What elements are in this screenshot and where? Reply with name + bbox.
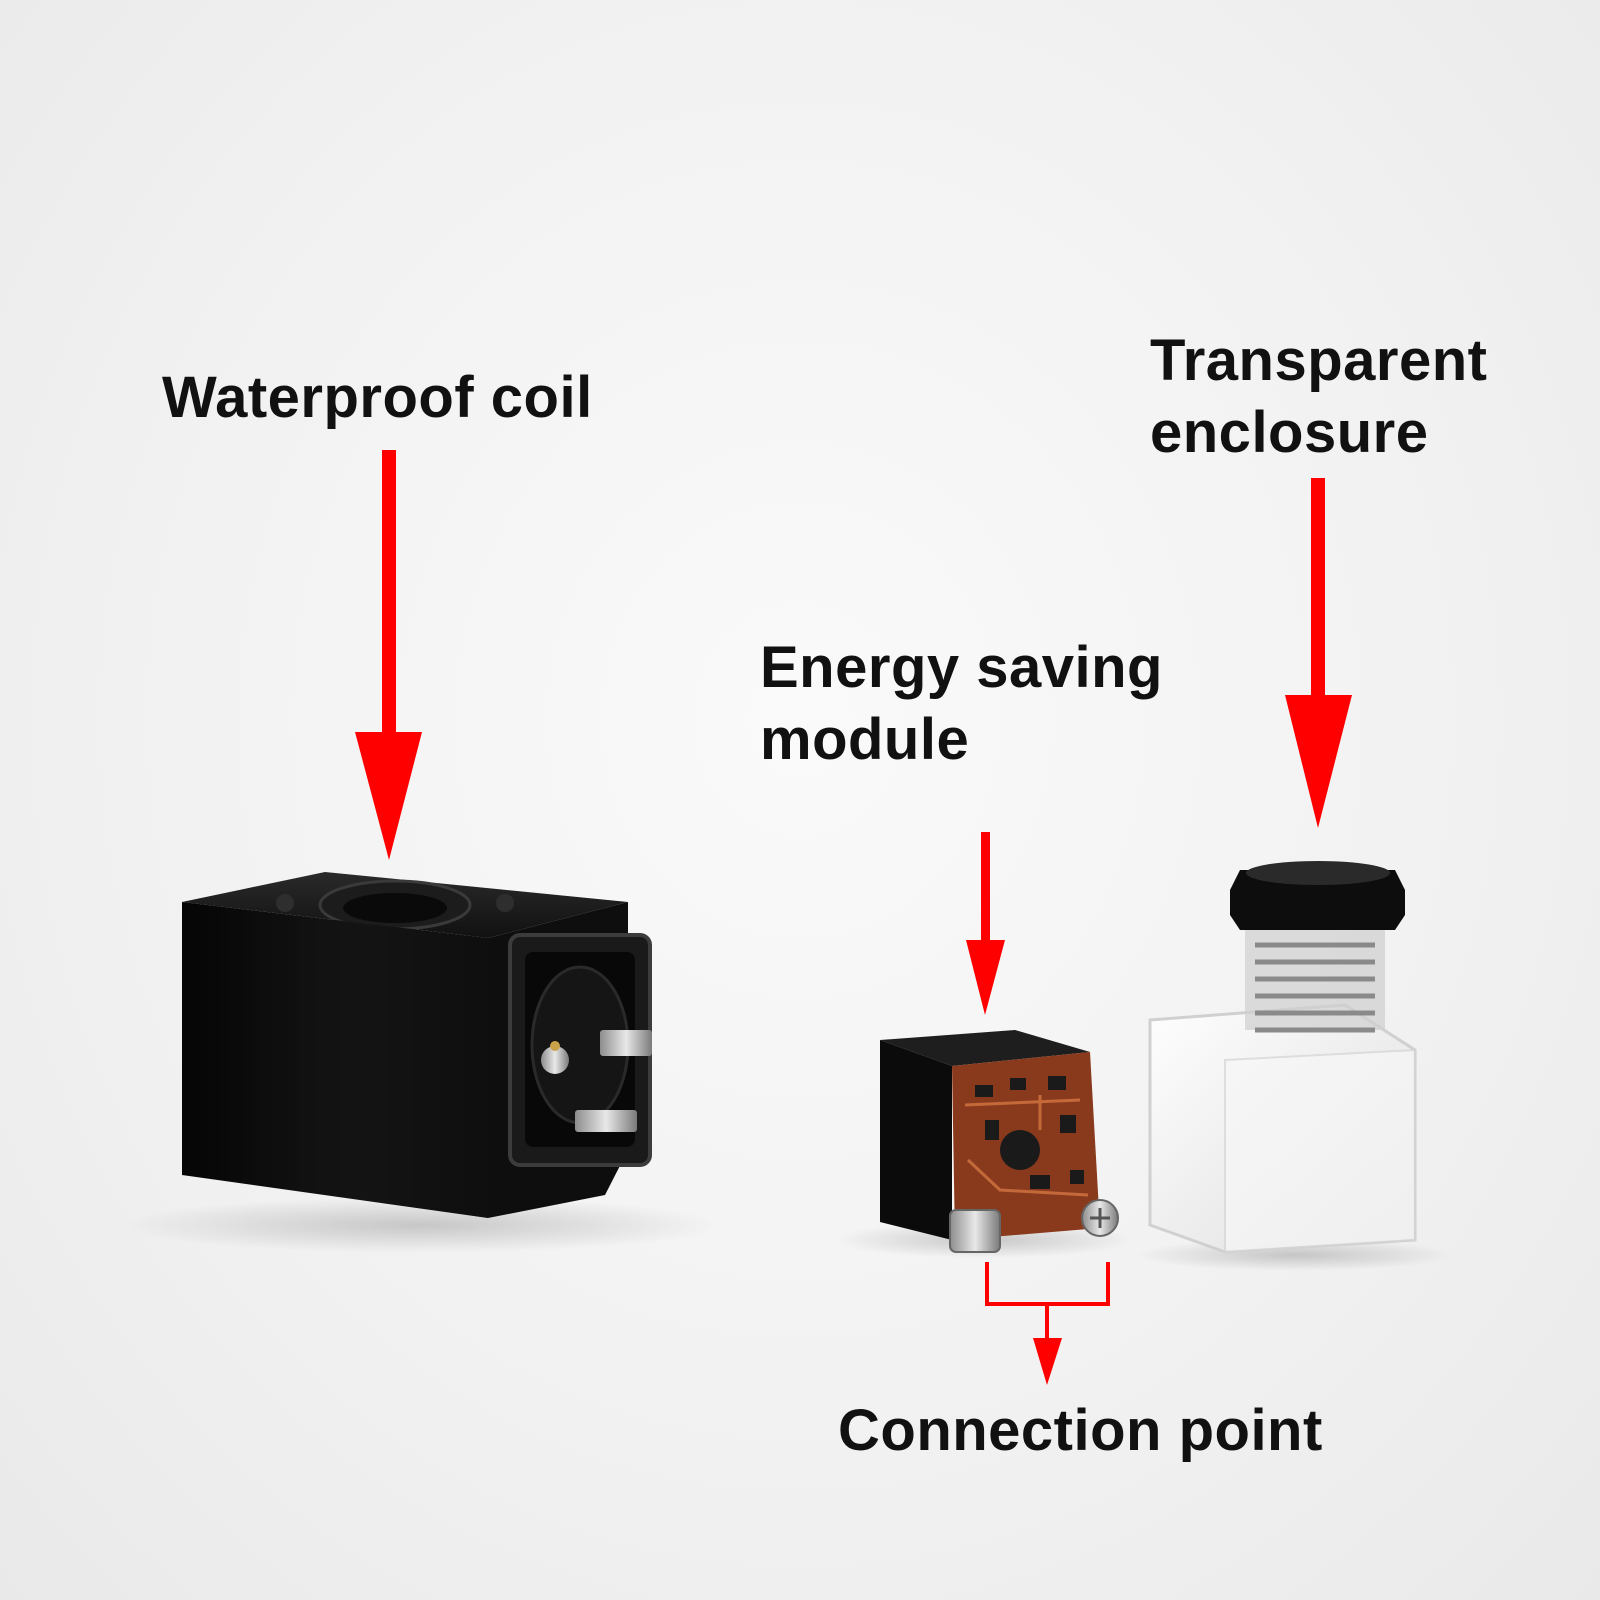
- label-energy-saving-module: Energy saving module: [760, 635, 1163, 772]
- arrow-to-enclosure: [1285, 478, 1352, 828]
- label-connection-point: Connection point: [838, 1398, 1323, 1463]
- arrow-to-coil: [355, 450, 422, 860]
- arrow-to-module: [966, 832, 1005, 1015]
- label-transparent-enclosure: Transparent enclosure: [1150, 328, 1488, 465]
- energy-saving-module: [835, 1030, 1135, 1258]
- transparent-enclosure: [1135, 861, 1455, 1271]
- connection-point-bracket: [985, 1262, 1110, 1385]
- label-waterproof-coil: Waterproof coil: [162, 365, 593, 430]
- waterproof-coil: [120, 872, 720, 1253]
